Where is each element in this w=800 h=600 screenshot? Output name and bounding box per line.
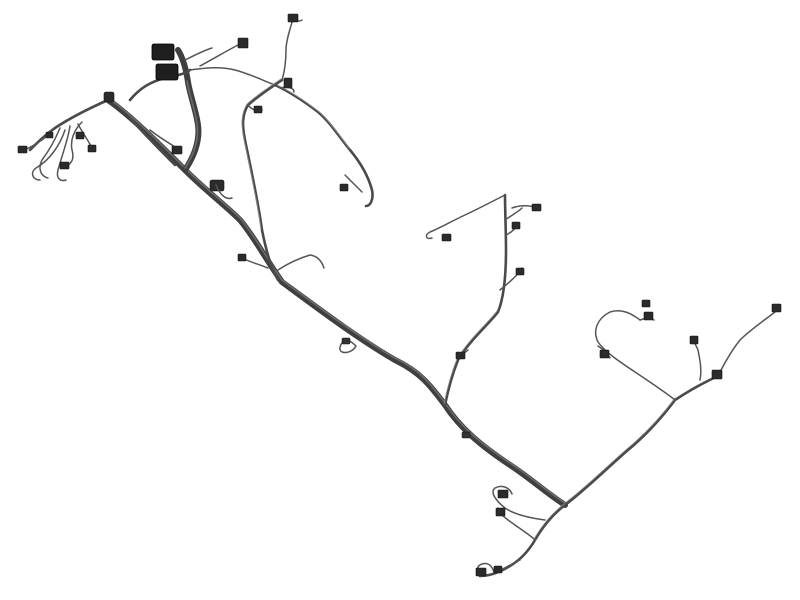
left-breakout	[17, 91, 115, 182]
connector-bottom-1	[497, 489, 509, 499]
connector-cr-3	[511, 221, 521, 230]
connector-left-4	[59, 161, 70, 170]
clip-cr	[461, 431, 471, 439]
connector-left-6	[103, 91, 115, 103]
top-loop-branch	[241, 13, 374, 282]
clip-mid	[341, 337, 351, 345]
middle-short-branches	[237, 253, 357, 354]
connector-right-2	[641, 299, 651, 308]
relay-connector-bottom	[155, 63, 179, 81]
right-branch	[563, 299, 782, 507]
connector-right-3	[771, 303, 782, 313]
connector-right-5	[711, 369, 723, 380]
connector-left-2	[87, 144, 97, 153]
connector-bottom-2	[495, 507, 506, 517]
connector-bottom-3	[475, 567, 487, 577]
connector-cr-1	[441, 233, 452, 242]
connector-left-3	[75, 131, 85, 140]
connector-right-4	[689, 335, 699, 345]
main-trunk	[105, 97, 568, 508]
connector-mid-1	[237, 253, 247, 262]
connector-top-1	[287, 13, 299, 23]
connector-top-4	[253, 105, 263, 114]
connector-upper-2	[171, 145, 183, 155]
connector-cr-5	[455, 351, 466, 360]
connector-bottom-4	[493, 565, 503, 574]
connector-left-1	[17, 145, 28, 154]
connector-upper-1	[237, 37, 249, 49]
connector-cr-4	[515, 267, 525, 276]
upper-relay-branch	[128, 37, 276, 200]
connector-top-2	[283, 77, 293, 89]
center-right-branch	[425, 193, 542, 439]
connector-left-5	[45, 131, 54, 139]
connector-top-3	[339, 183, 349, 192]
connector-right-6	[599, 349, 610, 359]
connector-right-1	[643, 311, 654, 321]
relay-connector-top	[151, 43, 175, 61]
bottom-branch	[475, 485, 567, 578]
connector-cr-2	[531, 203, 542, 212]
